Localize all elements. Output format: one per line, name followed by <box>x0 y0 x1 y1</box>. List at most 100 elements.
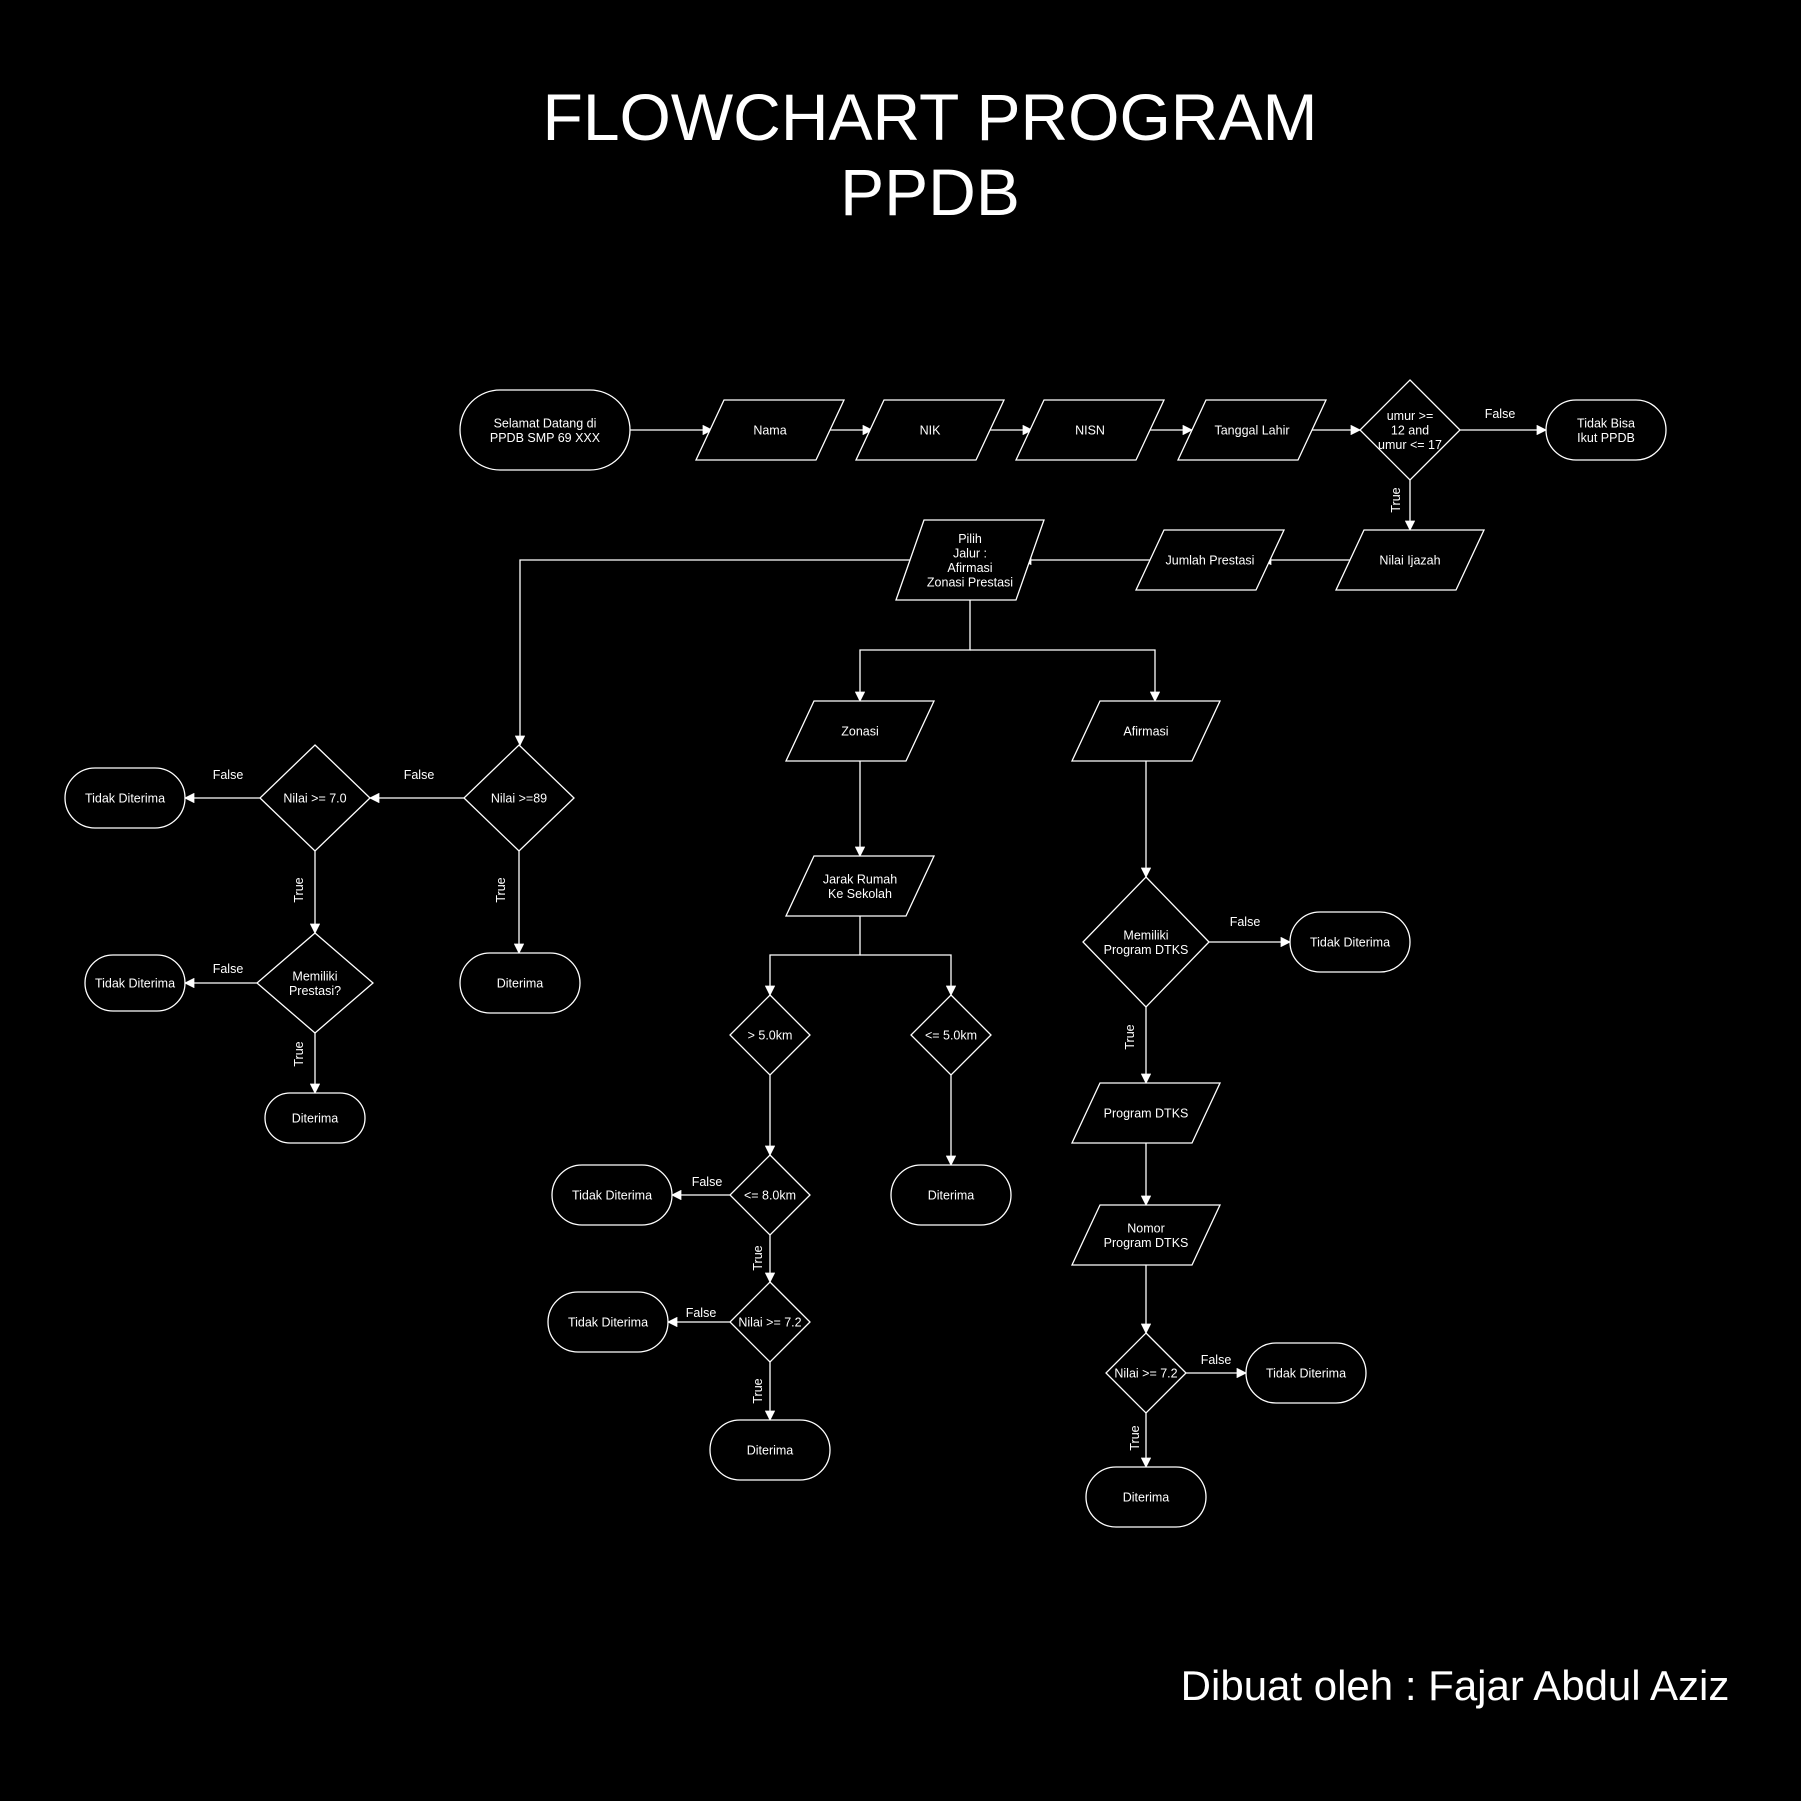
terminator-shape <box>459 952 581 1014</box>
decision-shape <box>1105 1332 1187 1414</box>
edge-arrow <box>764 916 861 997</box>
terminator-shape <box>1245 1342 1367 1404</box>
terminator-shape <box>459 389 631 471</box>
false-edge-label: False <box>213 962 244 976</box>
node-label: Tanggal Lahir <box>1214 424 1289 438</box>
node-progdtks: Program DTKS <box>1070 1082 1222 1144</box>
node-label: Nilai >= 7.0 <box>283 792 346 806</box>
node-label: Diterima <box>747 1444 794 1458</box>
node-label: Nilai Ijazah <box>1379 554 1440 568</box>
node-terima_z: Diterima <box>709 1419 831 1481</box>
node-label: Nama <box>753 424 786 438</box>
false-edge-label: False <box>1230 915 1261 929</box>
io-shape <box>694 399 846 461</box>
io-shape <box>854 399 1006 461</box>
node-ijazah: Nilai Ijazah <box>1334 529 1486 591</box>
io-shape <box>1070 700 1222 762</box>
node-label: <= 8.0km <box>744 1189 796 1203</box>
io-shape <box>1070 1204 1222 1266</box>
true-edge-label: True <box>1389 487 1403 512</box>
node-label: <= 5.0km <box>925 1029 977 1043</box>
decision-shape <box>729 1154 811 1236</box>
node-n72z: Nilai >= 7.2 <box>729 1281 811 1363</box>
node-label: NISN <box>1075 424 1105 438</box>
node-label: Tidak Diterima <box>1266 1367 1346 1381</box>
node-td3: Tidak Diterima <box>551 1164 673 1226</box>
edge-arrow <box>854 600 971 703</box>
edge-arrow <box>970 649 1161 703</box>
node-le8: <= 8.0km <box>729 1154 811 1236</box>
node-terima_pres: Diterima <box>459 952 581 1014</box>
node-terima_le5: Diterima <box>890 1164 1012 1226</box>
false-edge-label: False <box>1201 1353 1232 1367</box>
io-shape <box>784 700 936 762</box>
decision-shape <box>256 932 374 1034</box>
io-shape <box>1334 529 1486 591</box>
decision-shape <box>729 994 811 1076</box>
false-edge-label: False <box>1485 407 1516 421</box>
terminator-shape <box>64 767 186 829</box>
decision-shape <box>259 744 371 852</box>
node-n72a: Nilai >= 7.2 <box>1105 1332 1187 1414</box>
false-edge-label: False <box>692 1175 723 1189</box>
io-shape <box>895 519 1045 601</box>
node-le5: <= 5.0km <box>910 994 992 1076</box>
node-gt5: > 5.0km <box>729 994 811 1076</box>
title-line-2: PPDB <box>840 155 1020 229</box>
node-label: Jumlah Prestasi <box>1166 554 1255 568</box>
node-n70: Nilai >= 7.0 <box>259 744 371 852</box>
node-terima_a: Diterima <box>1085 1466 1207 1528</box>
flow-edges <box>183 424 1548 1469</box>
node-label: Nilai >= 7.2 <box>738 1316 801 1330</box>
node-label: NIK <box>920 424 942 438</box>
node-label: Program DTKS <box>1104 1107 1189 1121</box>
node-label: Tidak Diterima <box>95 977 175 991</box>
node-tgl: Tanggal Lahir <box>1176 399 1328 461</box>
node-label: Tidak Diterima <box>1310 936 1390 950</box>
terminator-shape <box>1085 1466 1207 1528</box>
node-label: Tidak Diterima <box>572 1189 652 1203</box>
false-edge-label: False <box>213 768 244 782</box>
node-td6: Tidak Diterima <box>1245 1342 1367 1404</box>
true-edge-label: True <box>292 877 306 902</box>
node-label: > 5.0km <box>748 1029 793 1043</box>
edge-arrow <box>514 559 920 747</box>
terminator-shape <box>709 1419 831 1481</box>
false-edge-label: False <box>686 1306 717 1320</box>
terminator-shape <box>547 1291 669 1353</box>
decision-shape <box>1082 876 1210 1008</box>
node-td1: Tidak Diterima <box>64 767 186 829</box>
io-shape <box>1176 399 1328 461</box>
terminator-shape <box>1545 399 1667 461</box>
decision-shape <box>1359 379 1461 481</box>
node-label: Afirmasi <box>1123 725 1168 739</box>
decision-shape <box>729 1281 811 1363</box>
true-edge-label: True <box>292 1041 306 1066</box>
io-shape <box>1070 1082 1222 1144</box>
true-edge-label: True <box>494 877 508 902</box>
node-td2: Tidak Diterima <box>84 954 186 1012</box>
node-label: Tidak Diterima <box>568 1316 648 1330</box>
true-edge-label: True <box>751 1245 765 1270</box>
title-line-1: FLOWCHART PROGRAM <box>543 80 1318 154</box>
true-edge-label: True <box>1123 1024 1137 1049</box>
false-edge-label: False <box>404 768 435 782</box>
node-label: Diterima <box>497 977 544 991</box>
node-jml: Jumlah Prestasi <box>1134 529 1286 591</box>
node-zonasi: Zonasi <box>784 700 936 762</box>
node-afirmasi: Afirmasi <box>1070 700 1222 762</box>
